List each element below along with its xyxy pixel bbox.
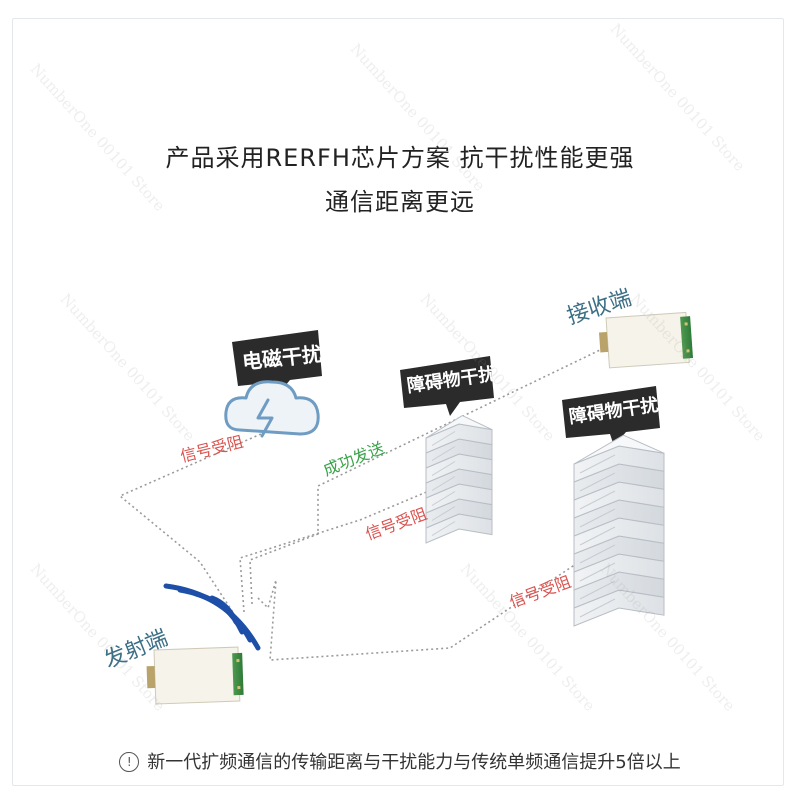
blocked-label-3: 信号受阻 — [507, 572, 574, 612]
obstacle-layer-line — [431, 476, 456, 491]
signal-paths — [118, 349, 601, 661]
obstacle-layer-line — [579, 454, 616, 474]
success-label: 成功发送 — [320, 438, 386, 480]
obstacle-layer-line — [579, 508, 616, 528]
path-to-obstacle2 — [257, 559, 583, 661]
obstacle-layer-line — [579, 526, 616, 546]
path-to-obstacle1 — [239, 487, 437, 613]
obstacle-layer-line — [579, 598, 616, 618]
obstacle-layer-line — [431, 506, 456, 521]
obstacle-layer-line — [431, 461, 456, 476]
obstacle-layer-line — [431, 521, 456, 536]
blocked-label-2: 信号受阻 — [363, 504, 430, 544]
obstacle-layer-line — [579, 490, 616, 510]
headline-line2: 通信距离更远 — [325, 188, 475, 216]
card-frame — [12, 18, 784, 786]
obstacle1-stack — [425, 415, 493, 544]
receiver-module — [598, 311, 694, 369]
obstacle-top — [425, 415, 493, 439]
obstacle-layer-line — [431, 491, 456, 506]
obstacle-layer-line — [579, 544, 616, 564]
obstacle-layer-line — [431, 446, 456, 461]
cloud-icon — [224, 380, 320, 438]
footer-note: ! 新一代扩频通信的传输距离与干扰能力与传统单频通信提升5倍以上 — [0, 748, 800, 774]
wifi-waves-icon — [163, 583, 261, 651]
path-success — [249, 349, 601, 605]
path-to-em — [118, 429, 271, 621]
em-callout: 电磁干扰 — [232, 330, 323, 392]
obstacle1-callout: 障碍物干扰 — [400, 356, 498, 416]
obstacle-layer-line — [579, 562, 616, 582]
obstacle-layer-line — [579, 472, 616, 492]
transmitter-module — [146, 646, 244, 705]
obstacle-layer-line — [579, 580, 616, 600]
obstacle-layer-line — [431, 431, 456, 446]
obstacle2-stack — [573, 434, 665, 627]
headline-line1: 产品采用RERFH芯片方案 抗干扰性能更强 — [165, 144, 635, 172]
info-icon: ! — [119, 752, 140, 772]
obstacle-top — [573, 434, 665, 465]
obstacle2-callout: 障碍物干扰 — [562, 386, 660, 446]
footer-text: 新一代扩频通信的传输距离与干扰能力与传统单频通信提升5倍以上 — [147, 752, 681, 773]
